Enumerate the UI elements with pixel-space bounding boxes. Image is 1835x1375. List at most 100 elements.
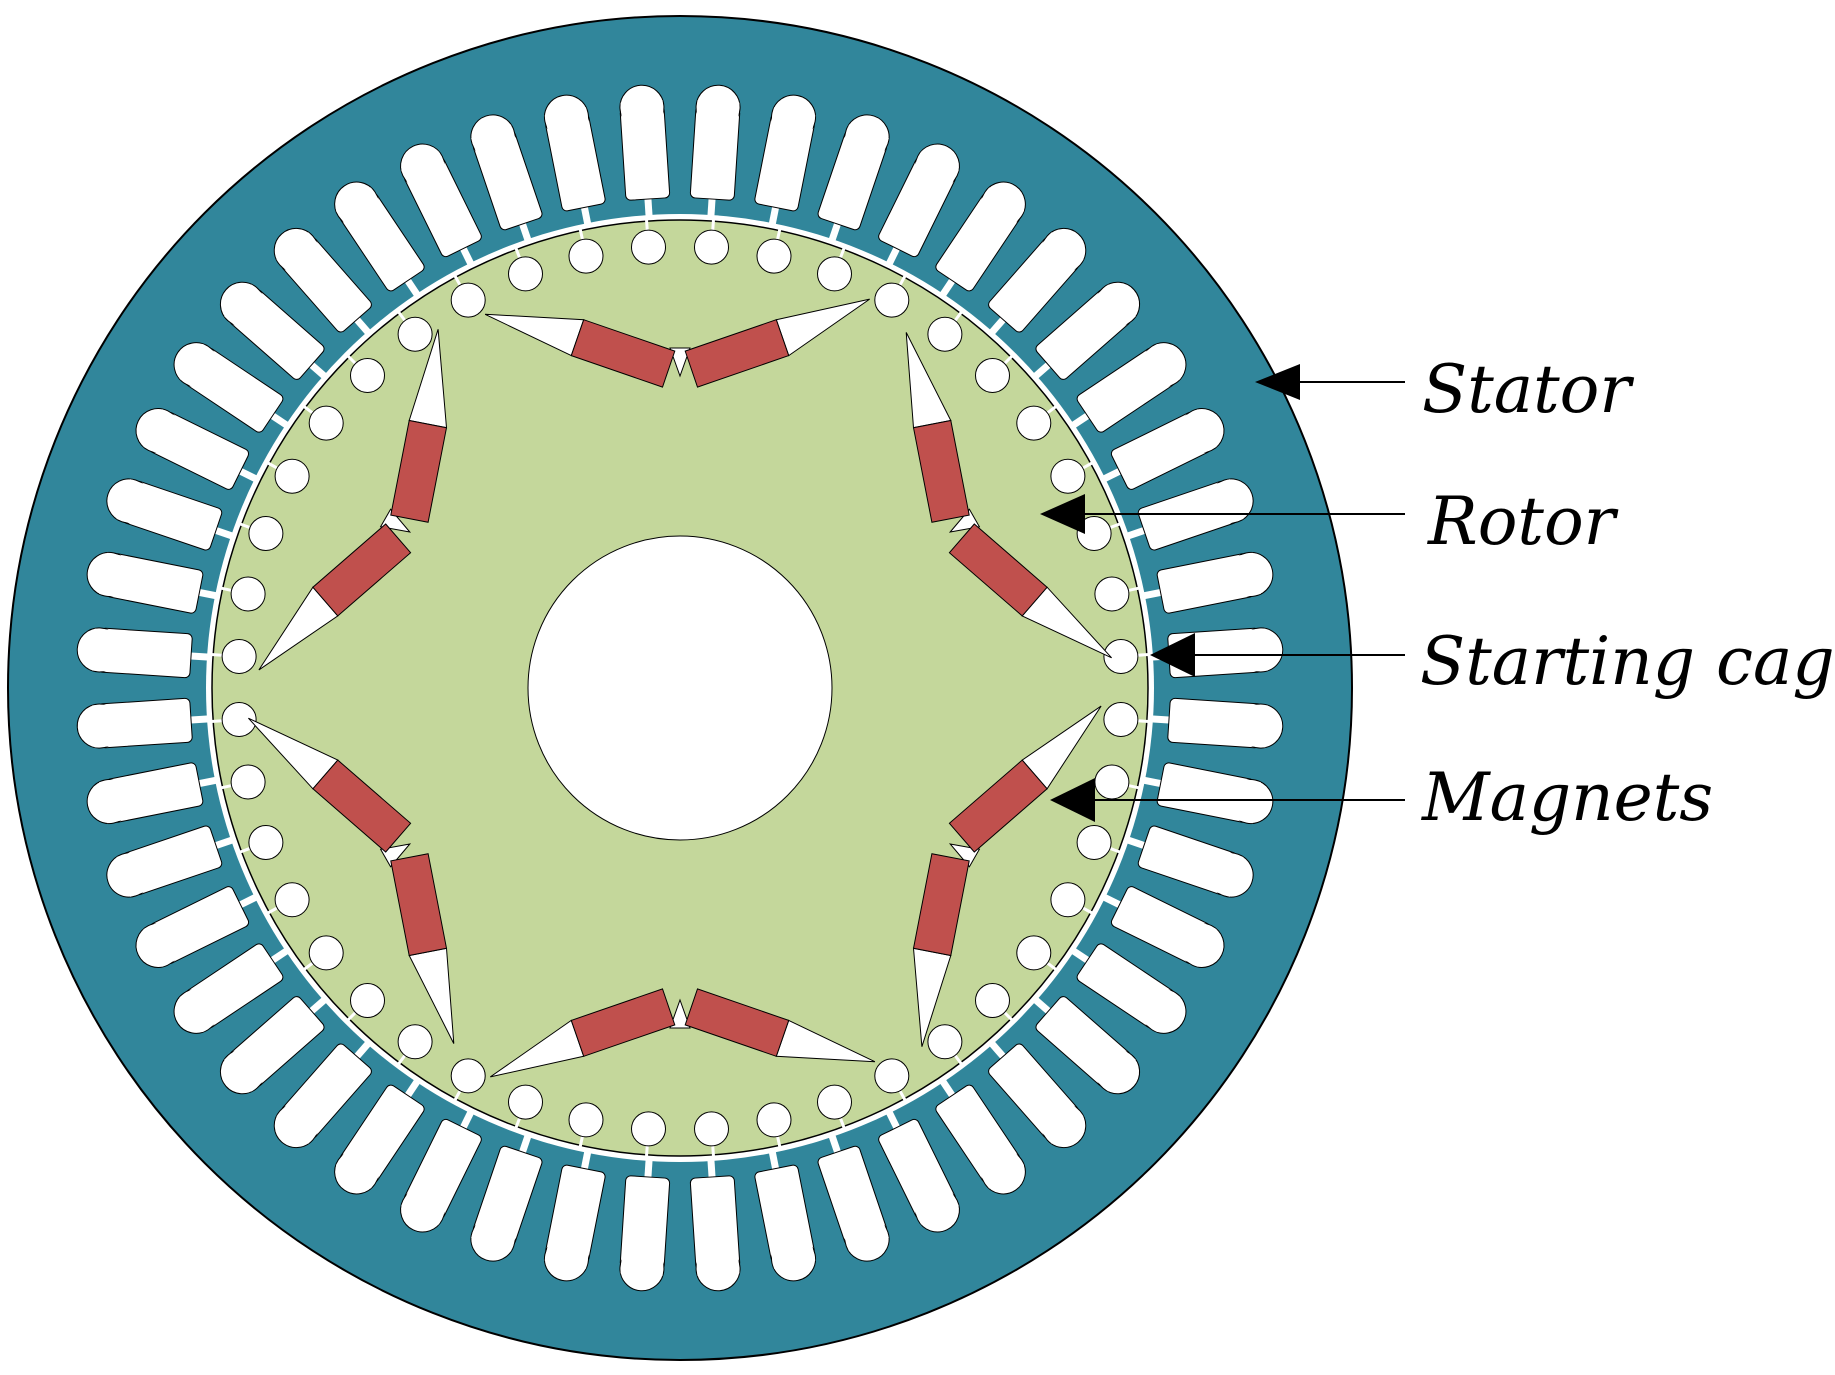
starting-cage-arrowhead (1150, 633, 1195, 677)
magnet (312, 759, 412, 853)
stator-slot (173, 342, 290, 433)
stator-slot (935, 181, 1026, 298)
magnets-arrowhead (1050, 778, 1095, 822)
stator-slot (689, 84, 741, 218)
cage-bar (450, 1058, 486, 1094)
magnet (390, 853, 448, 957)
stator-slot (1142, 762, 1274, 825)
magnet-flux-barriers (248, 298, 1112, 1078)
stator-slot (273, 227, 372, 336)
flux-barrier (669, 998, 691, 1029)
cage-bar (817, 1084, 852, 1120)
cage-bar (756, 238, 792, 274)
stator-slot (1032, 996, 1141, 1095)
cage-bar (350, 983, 385, 1018)
cage-bar (1050, 458, 1086, 494)
stator-slot (106, 478, 235, 551)
rotor-arrowhead (1040, 494, 1085, 534)
stator-slot (76, 627, 210, 679)
cage-bar (874, 1058, 910, 1094)
stator-slot (273, 1040, 372, 1149)
cage-bar (756, 1102, 792, 1138)
stator-slot (470, 114, 543, 243)
cage-bar (308, 935, 344, 971)
stator-slot (400, 1109, 482, 1233)
cage-bar (975, 358, 1010, 393)
cage-bar (631, 229, 666, 265)
cage-bar (568, 238, 604, 274)
stator-slot (1032, 281, 1141, 380)
stator-slot (689, 1158, 741, 1292)
stator-slot (334, 1078, 425, 1195)
cage-bar (1076, 516, 1112, 551)
cage-bar (221, 639, 257, 674)
cage-bar (230, 576, 266, 612)
cage-bar (248, 825, 284, 860)
stator-slot (334, 181, 425, 298)
stator-slot (1070, 943, 1187, 1034)
stator-arrowhead (1255, 364, 1300, 400)
stator-slot (817, 1133, 890, 1262)
cage-bar (350, 358, 385, 393)
stator-slot (400, 143, 482, 267)
cage-bar (631, 1111, 666, 1147)
rotor-label: Rotor (1427, 483, 1619, 560)
magnet (912, 853, 970, 957)
stator-slot (173, 943, 290, 1034)
cage-bar (230, 764, 266, 800)
cage-bar (694, 1111, 729, 1147)
stator-slot (1070, 342, 1187, 433)
cage-bar (508, 256, 543, 292)
stator-slot (543, 94, 606, 226)
cage-bar (397, 316, 433, 352)
stator-slots (76, 84, 1284, 1292)
magnet (912, 419, 970, 523)
stator-slot (817, 114, 890, 243)
stator-slot (135, 886, 259, 968)
cage-bar (1076, 825, 1112, 860)
cage-bar (1050, 882, 1086, 918)
callout-arrows (1040, 364, 1405, 822)
stator-slot (86, 762, 218, 825)
starting-cage-label: Starting cage (1420, 623, 1835, 700)
cage-bar (927, 316, 963, 352)
flux-barrier (669, 347, 691, 378)
stator-slot (1101, 886, 1225, 968)
cage-bar (927, 1024, 963, 1060)
magnet (684, 988, 790, 1057)
stator-slot (878, 143, 960, 267)
magnet (570, 319, 676, 388)
stator-slot (1150, 697, 1284, 749)
cage-bar (508, 1084, 543, 1120)
cage-bar (274, 458, 310, 494)
cage-bar (1094, 764, 1130, 800)
stator-slot (935, 1078, 1026, 1195)
stator-slot (754, 1150, 817, 1282)
stator-slot (106, 825, 235, 898)
stator-slot (76, 697, 210, 749)
cage-bar (1103, 639, 1139, 674)
stator-slot (988, 1040, 1087, 1149)
stator-slot (619, 1158, 671, 1292)
stator-slot (135, 408, 259, 490)
stator-slot (86, 551, 218, 614)
magnets-label: Magnets (1421, 759, 1713, 836)
starting-cage-bars (211, 219, 1149, 1157)
cage-bar (397, 1024, 433, 1060)
cage-bar (221, 702, 257, 737)
stator-slot (470, 1133, 543, 1262)
cage-bar (568, 1102, 604, 1138)
cage-bar (975, 983, 1010, 1018)
cage-bar (274, 882, 310, 918)
stator-slot (619, 84, 671, 218)
magnet (684, 319, 790, 388)
stator-label: Stator (1422, 351, 1634, 428)
stator-slot (1101, 408, 1225, 490)
stator-slot (1125, 825, 1254, 898)
magnet (570, 988, 676, 1057)
cage-bar (817, 256, 852, 292)
magnet (948, 523, 1048, 617)
magnet (312, 523, 412, 617)
stator-slot (543, 1150, 606, 1282)
